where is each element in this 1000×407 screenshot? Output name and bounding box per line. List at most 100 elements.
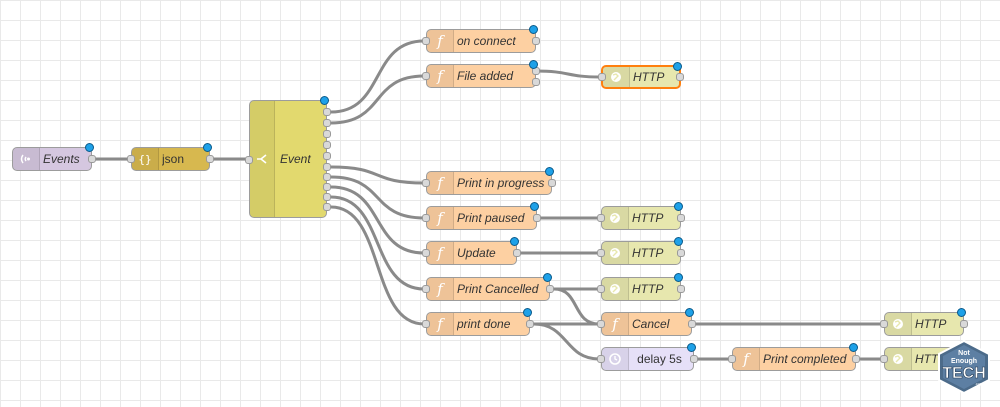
on-connect-input-port[interactable] <box>422 37 430 45</box>
event-output-port-2[interactable] <box>323 119 331 127</box>
on-connect-node[interactable]: f on connect <box>422 25 540 53</box>
print-completed-input-port[interactable] <box>728 355 736 363</box>
json-output-port[interactable] <box>206 155 214 163</box>
globe-icon <box>885 313 912 335</box>
http-1-changed-indicator <box>673 62 682 71</box>
on-connect-changed-indicator <box>529 25 538 34</box>
http-5-output-port[interactable] <box>960 320 968 328</box>
switch-icon <box>250 101 275 217</box>
event-input-port[interactable] <box>245 156 253 164</box>
cancel-node[interactable]: f Cancel <box>597 308 696 336</box>
websocket-icon <box>13 148 40 170</box>
file-added-output-port-2[interactable] <box>532 78 540 86</box>
http-2-output-port[interactable] <box>677 214 685 222</box>
events-node[interactable]: Events <box>12 143 96 171</box>
http-request-node-4[interactable]: HTTP <box>597 273 685 301</box>
event-output-port-7[interactable] <box>323 173 331 181</box>
braces-icon: {} <box>132 148 159 170</box>
wire-event-print-cancelled <box>330 195 425 291</box>
wire-event-print-in-progress <box>330 165 425 185</box>
event-output-port-6[interactable] <box>323 163 331 171</box>
event-output-port-10[interactable] <box>323 203 331 211</box>
http-3-output-port[interactable] <box>677 249 685 257</box>
print-cancelled-output-port[interactable] <box>546 285 554 293</box>
json-node[interactable]: {} json <box>127 143 214 171</box>
http-6-input-port[interactable] <box>880 355 888 363</box>
print-in-progress-label: Print in progress <box>457 176 545 190</box>
event-output-port-5[interactable] <box>323 152 331 160</box>
delay-changed-indicator <box>687 343 696 352</box>
update-output-port[interactable] <box>513 249 521 257</box>
function-icon: f <box>427 65 454 87</box>
print-done-node[interactable]: f print done <box>422 308 534 336</box>
print-done-input-port[interactable] <box>422 320 430 328</box>
events-output-port[interactable] <box>88 155 96 163</box>
delay-output-port[interactable] <box>690 355 698 363</box>
print-cancelled-node[interactable]: f Print Cancelled <box>422 273 554 301</box>
delay-label: delay 5s <box>637 352 682 366</box>
wire-event-file-added <box>330 74 425 125</box>
event-output-port-4[interactable] <box>323 141 331 149</box>
wire-event-print-done <box>330 205 425 326</box>
print-in-progress-output-port[interactable] <box>548 179 556 187</box>
print-paused-output-port[interactable] <box>533 214 541 222</box>
http-5-input-port[interactable] <box>880 320 888 328</box>
cancel-label: Cancel <box>632 317 670 331</box>
event-output-port-3[interactable] <box>323 130 331 138</box>
print-completed-node[interactable]: f Print completed <box>728 343 860 371</box>
file-added-input-port[interactable] <box>422 72 430 80</box>
cancel-output-port[interactable] <box>688 320 696 328</box>
http-2-input-port[interactable] <box>597 214 605 222</box>
events-changed-indicator <box>85 143 94 152</box>
function-icon: f <box>427 30 454 52</box>
print-done-output-port[interactable] <box>526 320 534 328</box>
http-request-label-2: HTTP <box>632 211 664 225</box>
update-input-port[interactable] <box>422 249 430 257</box>
print-done-changed-indicator <box>523 308 532 317</box>
print-cancelled-input-port[interactable] <box>422 285 430 293</box>
http-request-node-3[interactable]: HTTP <box>597 237 685 265</box>
on-connect-output-port[interactable] <box>532 37 540 45</box>
http-request-label-4: HTTP <box>632 282 664 296</box>
http-3-input-port[interactable] <box>597 249 605 257</box>
event-switch-label: Event <box>280 152 311 166</box>
file-added-node[interactable]: f File added <box>422 60 540 88</box>
event-output-port-1[interactable] <box>323 108 331 116</box>
json-changed-indicator <box>203 143 212 152</box>
http-request-label-3: HTTP <box>632 246 664 260</box>
function-icon: f <box>427 207 454 229</box>
http-request-node-1[interactable]: HTTP <box>598 62 684 89</box>
update-node[interactable]: f Update <box>422 237 521 265</box>
print-paused-changed-indicator <box>530 202 539 211</box>
http-request-label-1: HTTP <box>633 70 665 84</box>
delay-node[interactable]: delay 5s <box>597 343 698 371</box>
event-output-port-9[interactable] <box>323 193 331 201</box>
cancel-input-port[interactable] <box>597 320 605 328</box>
print-paused-node[interactable]: f Print paused <box>422 202 541 230</box>
delay-input-port[interactable] <box>597 355 605 363</box>
wire-event-update <box>330 185 425 255</box>
globe-icon <box>602 207 629 229</box>
json-input-port[interactable] <box>127 155 135 163</box>
print-completed-output-port[interactable] <box>852 355 860 363</box>
print-in-progress-changed-indicator <box>545 167 554 176</box>
print-in-progress-input-port[interactable] <box>422 179 430 187</box>
http-4-output-port[interactable] <box>677 285 685 293</box>
print-cancelled-label: Print Cancelled <box>457 282 539 296</box>
http-request-node-2[interactable]: HTTP <box>597 202 685 230</box>
http-4-input-port[interactable] <box>597 285 605 293</box>
file-added-label: File added <box>457 69 514 83</box>
http-4-changed-indicator <box>674 273 683 282</box>
logo-line-3: TECH <box>942 365 986 382</box>
http-request-node-5[interactable]: HTTP <box>880 308 968 336</box>
http-1-input-port[interactable] <box>598 73 606 81</box>
print-in-progress-node[interactable]: f Print in progress <box>422 167 556 195</box>
function-icon: f <box>427 172 454 194</box>
print-paused-input-port[interactable] <box>422 214 430 222</box>
print-completed-label: Print completed <box>763 352 847 366</box>
function-icon: f <box>733 348 760 370</box>
event-output-port-8[interactable] <box>323 183 331 191</box>
http-1-output-port[interactable] <box>676 73 684 81</box>
event-switch-node[interactable]: Event <box>245 96 331 218</box>
